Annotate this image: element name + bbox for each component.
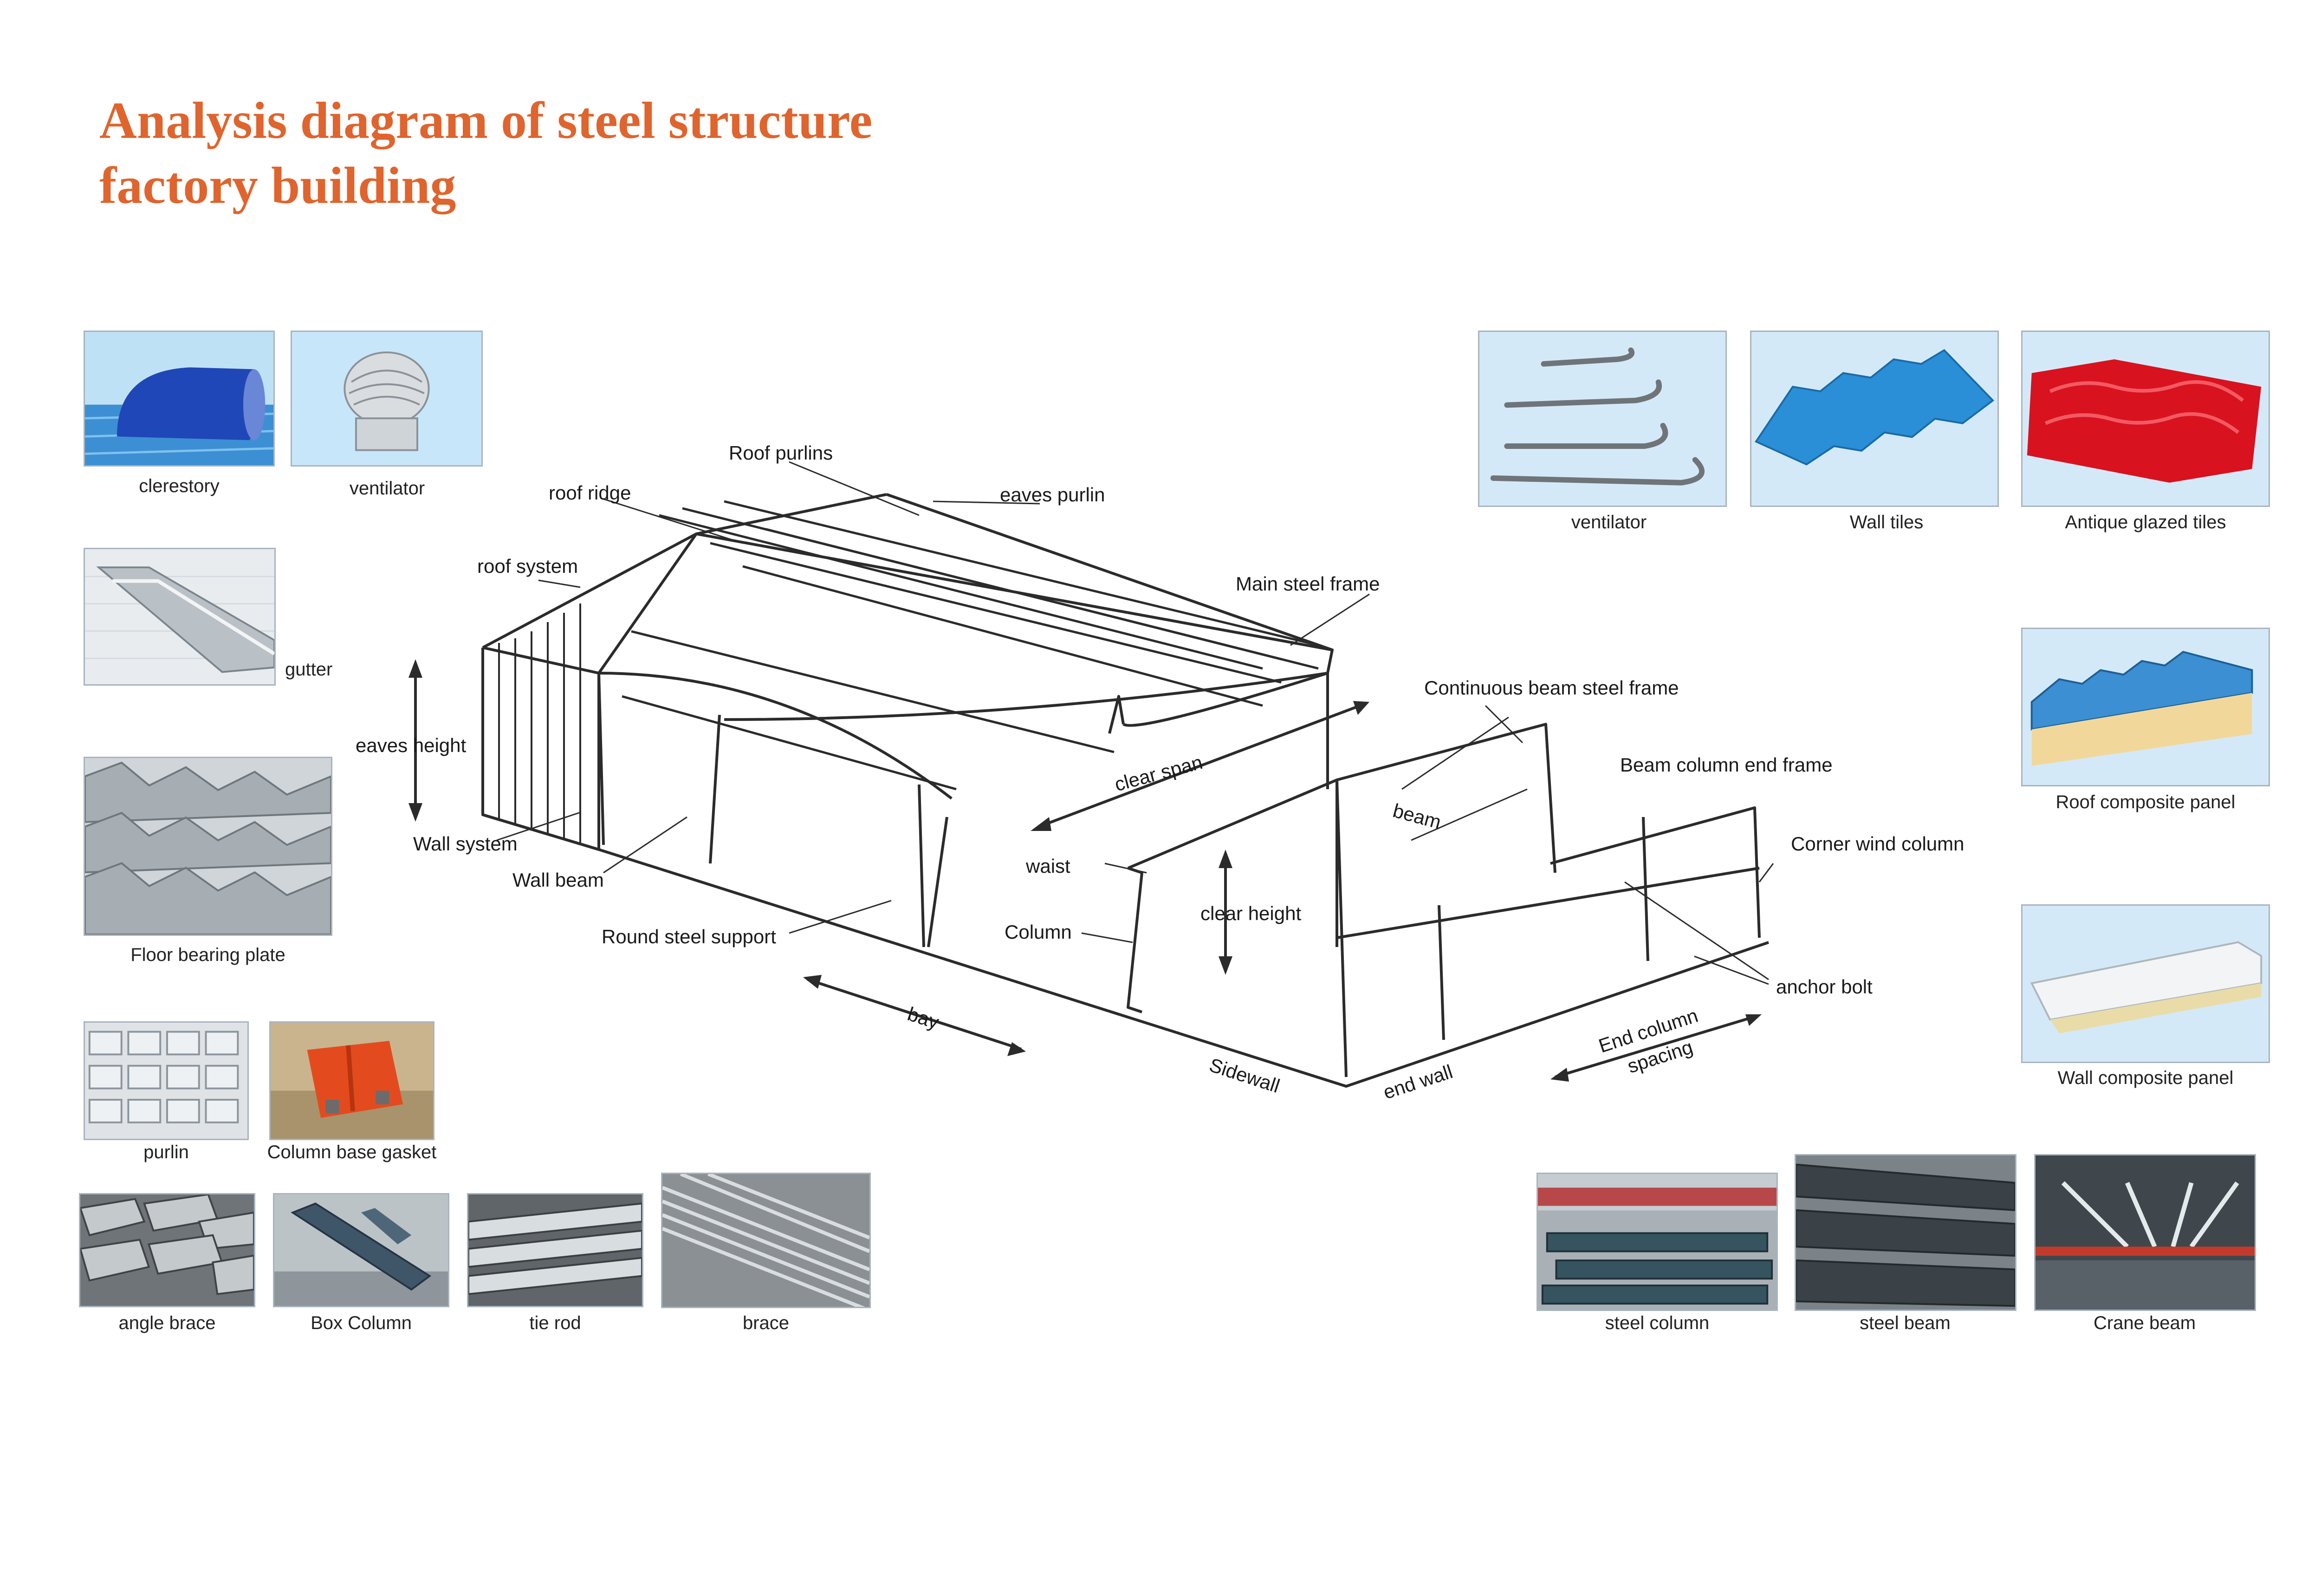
clerestory-caption: clerestory (139, 476, 220, 496)
gutter-photo (84, 548, 276, 686)
antique-glazed-tiles-caption: Antique glazed tiles (2065, 512, 2226, 532)
title-line-1: Analysis diagram of steel structure (99, 92, 873, 149)
ventilator-caption-left: ventilator (349, 478, 425, 499)
angle-brace-photo (79, 1193, 255, 1307)
label-roof-ridge: roof ridge (549, 482, 631, 504)
wall-composite-panel-caption: Wall composite panel (2057, 1068, 2234, 1088)
label-eaves-purlin: eaves purlin (1000, 484, 1105, 506)
brace-caption: brace (742, 1313, 790, 1333)
floor-bearing-plate-caption: Floor bearing plate (130, 945, 285, 965)
clerestory-photo (84, 331, 275, 467)
wall-composite-panel-photo (2021, 904, 2270, 1063)
label-corner-wind-column: Corner wind column (1791, 833, 1964, 855)
steel-beam-caption: steel beam (1860, 1313, 1951, 1333)
gutter-caption: gutter (285, 659, 333, 680)
wall-tiles-caption: Wall tiles (1849, 512, 1924, 532)
tie-rod-caption: tie rod (529, 1313, 581, 1333)
label-main-steel-frame: Main steel frame (1236, 573, 1380, 595)
title-line-2: factory building (99, 157, 456, 214)
antique-glazed-tiles-photo (2021, 331, 2270, 507)
column-base-gasket-caption: Column base gasket (267, 1142, 437, 1162)
roof-composite-panel-photo (2021, 628, 2270, 786)
ventilator-photo-right (1478, 331, 1727, 507)
steel-column-caption: steel column (1605, 1313, 1710, 1333)
label-column: Column (1005, 921, 1072, 943)
label-roof-purlins: Roof purlins (729, 442, 833, 464)
label-clear-height: clear height (1200, 902, 1302, 924)
box-column-caption: Box Column (311, 1313, 412, 1333)
column-base-gasket-photo (269, 1021, 434, 1140)
label-roof-system: roof system (477, 555, 578, 577)
tie-rod-photo (467, 1193, 643, 1307)
purlin-caption: purlin (143, 1142, 189, 1162)
label-anchor-bolt: anchor bolt (1776, 976, 1873, 998)
brace-photo (661, 1173, 871, 1308)
label-continuous-beam-steel-frame: Continuous beam steel frame (1424, 677, 1679, 699)
steel-beam-photo (1795, 1154, 2016, 1311)
ventilator-caption-right: ventilator (1571, 512, 1647, 532)
label-wall-system: Wall system (413, 833, 518, 855)
ventilator-photo-left (291, 331, 483, 467)
crane-beam-caption: Crane beam (2093, 1313, 2196, 1333)
box-column-photo (273, 1193, 449, 1307)
crane-beam-photo (2034, 1154, 2256, 1311)
angle-brace-caption: angle brace (118, 1313, 216, 1333)
label-round-steel-support: Round steel support (602, 926, 776, 947)
wall-tiles-photo (1750, 331, 1999, 507)
roof-composite-panel-caption: Roof composite panel (2055, 792, 2236, 812)
label-beam-column-end-frame: Beam column end frame (1620, 754, 1833, 776)
label-eaves-height: eaves height (356, 734, 467, 756)
label-waist: waist (1026, 855, 1070, 877)
label-wall-beam: Wall beam (512, 869, 604, 891)
floor-bearing-plate-photo (84, 757, 332, 936)
purlin-photo (84, 1021, 249, 1140)
steel-column-photo (1537, 1173, 1778, 1311)
page-title: Analysis diagram of steel structure fact… (99, 88, 872, 218)
